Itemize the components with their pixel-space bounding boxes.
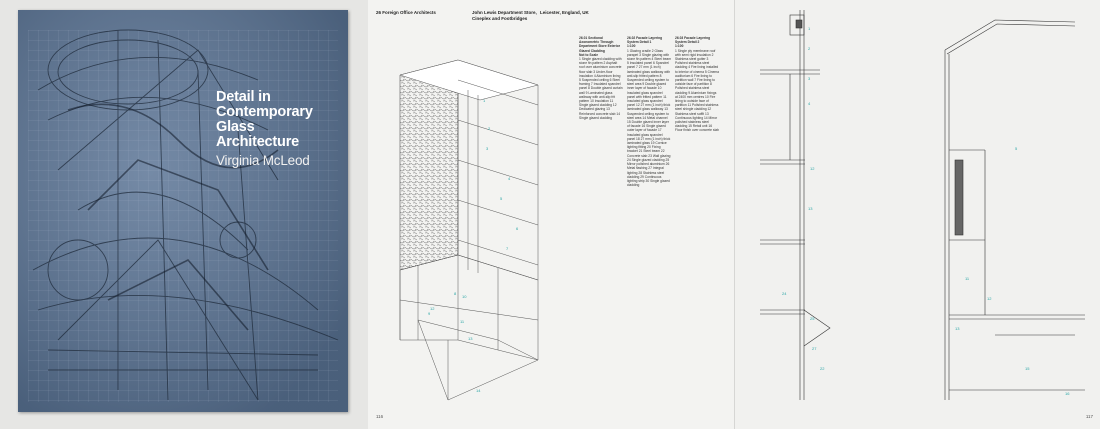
svg-text:13: 13 (808, 206, 813, 211)
caption-scale: Not to Scale (579, 52, 599, 57)
project-title-header: John Lewis Department Store, Cineplex an… (472, 10, 537, 21)
page-number-right: 117 (1085, 414, 1093, 419)
caption-text: 1 Single glazed cladding with stone fin … (579, 57, 623, 120)
svg-text:12: 12 (987, 296, 992, 301)
caption-26-02: 26.02 Facade Layering System Detail 1 1:… (627, 36, 671, 187)
project-title-line: John Lewis Department Store, (472, 10, 537, 15)
caption-heading: 26.02 Facade Layering System Detail 1 (627, 36, 663, 45)
location-header: Leicester, England, UK (540, 10, 589, 15)
cover-author: Virginia McLeod (216, 153, 310, 168)
svg-text:4: 4 (808, 101, 811, 106)
svg-text:12: 12 (430, 306, 435, 311)
book-spread: 26 Foreign Office Architects John Lewis … (368, 0, 1100, 429)
svg-text:9: 9 (428, 311, 431, 316)
caption-26-01: 26.01 Sectional Axonometric Through Depa… (579, 36, 623, 120)
svg-text:24: 24 (782, 291, 787, 296)
book-cover: Detail in Contemporary Glass Architectur… (18, 10, 348, 412)
svg-text:3: 3 (486, 146, 489, 151)
svg-text:2: 2 (488, 126, 491, 131)
svg-text:3: 3 (808, 76, 811, 81)
svg-text:5: 5 (500, 196, 503, 201)
svg-text:2: 2 (808, 46, 811, 51)
page-number-left: 116 (376, 414, 384, 419)
svg-text:16: 16 (1065, 391, 1070, 396)
caption-scale: 1:100 (627, 44, 636, 49)
caption-heading: 26.03 Facade Layering System Detail 2 (675, 36, 711, 45)
svg-text:8: 8 (454, 291, 457, 296)
svg-text:11: 11 (965, 276, 970, 281)
svg-text:1: 1 (808, 26, 811, 31)
project-number-header: 26 Foreign Office Architects (376, 10, 436, 15)
svg-text:11: 11 (460, 319, 465, 324)
cover-title-line: Detail in (216, 89, 271, 105)
svg-text:25: 25 (810, 316, 815, 321)
left-page: 26 Foreign Office Architects John Lewis … (368, 0, 734, 429)
svg-text:6: 6 (516, 226, 519, 231)
svg-text:13: 13 (955, 326, 960, 331)
cover-title-line: Contemporary (216, 104, 313, 120)
svg-text:1: 1 (483, 98, 486, 103)
facade-section-detail-2: 5 11 12 15 16 13 (944, 19, 1085, 400)
caption-text: 1 Glazing cradle 2 Glass parapet 3 Singl… (627, 48, 671, 188)
svg-text:13: 13 (468, 336, 473, 341)
cover-title: Detail in Contemporary Glass Architectur… (216, 90, 341, 150)
cover-architectural-drawing (18, 10, 348, 412)
caption-26-03: 26.03 Facade Layering System Detail 2 1:… (675, 36, 719, 133)
svg-text:15: 15 (1025, 366, 1030, 371)
svg-text:27: 27 (812, 346, 817, 351)
caption-heading: 26.01 Sectional Axonometric Through Depa… (579, 36, 621, 53)
project-title-line: Cineplex and Footbridges (472, 15, 528, 21)
caption-scale: 1:100 (675, 44, 684, 49)
svg-text:7: 7 (506, 246, 509, 251)
svg-text:5: 5 (1015, 146, 1018, 151)
svg-text:12: 12 (810, 166, 815, 171)
svg-text:10: 10 (462, 294, 467, 299)
svg-text:14: 14 (476, 388, 481, 393)
svg-text:22: 22 (820, 366, 825, 371)
cover-title-line: Glass (216, 119, 255, 135)
svg-text:4: 4 (508, 176, 511, 181)
cover-title-line: Architecture (216, 134, 300, 150)
caption-text: 1 Single ply membrane roof with semi rig… (675, 48, 719, 133)
